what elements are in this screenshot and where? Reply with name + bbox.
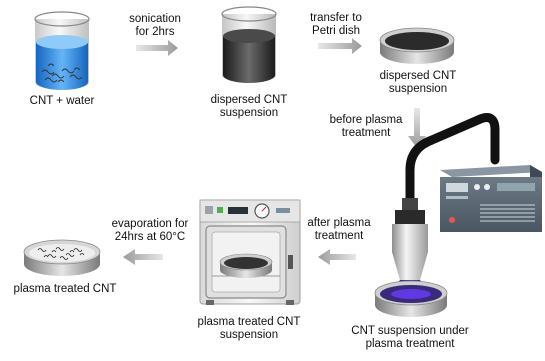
petri-dish-dispersed: [379, 27, 455, 64]
label-before-plasma: before plasma treatment: [329, 114, 403, 139]
label-sonication: sonication for 2hrs: [129, 13, 181, 38]
beaker-cnt-water: [34, 11, 90, 90]
label-transfer: transfer to Petri dish: [310, 12, 362, 37]
arrow-after-plasma: [318, 249, 356, 265]
petri-dish-under-plasma: [374, 280, 448, 317]
beaker-dispersed: [221, 6, 277, 83]
label-cnt-water: CNT + water: [29, 95, 95, 107]
label-oven-result: plasma treated CNT suspension: [197, 316, 301, 341]
label-evaporation: evaporation for 24hrs at 60°C: [111, 218, 189, 243]
label-under-plasma: CNT suspension under plasma treatment: [351, 325, 469, 350]
label-after-plasma: after plasma treatment: [307, 217, 371, 242]
arrow-sonication: [136, 40, 178, 56]
plasma-hose: [405, 113, 500, 203]
arrow-before-plasma: [408, 108, 426, 148]
label-dispersed-beaker: dispersed CNT suspension: [210, 94, 288, 119]
petri-dish-final: [23, 239, 101, 276]
arrow-evaporation: [123, 249, 163, 265]
plasma-power-supply: [440, 165, 542, 232]
vacuum-oven: [199, 199, 301, 305]
label-dispersed-dish: dispersed CNT suspension: [379, 70, 457, 95]
arrow-transfer: [318, 38, 362, 54]
label-final: plasma treated CNT: [13, 283, 117, 295]
